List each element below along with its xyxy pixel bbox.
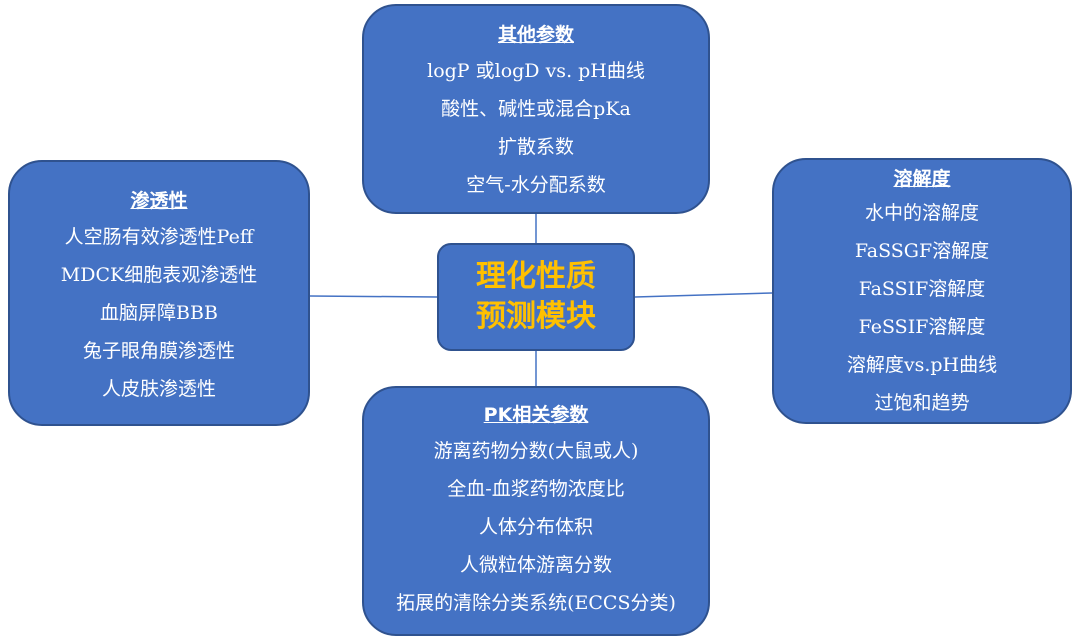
node-other-params: 其他参数 logP 或logD vs. pH曲线 酸性、碱性或混合pKa 扩散系…	[362, 4, 710, 214]
node-permeability-title: 渗透性	[130, 190, 188, 212]
list-item: 人空肠有效渗透性Peff	[64, 226, 254, 248]
list-item: 人体分布体积	[478, 516, 593, 538]
list-item: 空气-水分配系数	[466, 174, 606, 196]
connector-right	[634, 292, 773, 298]
list-item: 水中的溶解度	[864, 202, 979, 224]
node-pk-params-list: 游离药物分数(大鼠或人) 全血-血浆药物浓度比 人体分布体积 人微粒体游离分数 …	[364, 432, 708, 622]
node-other-params-list: logP 或logD vs. pH曲线 酸性、碱性或混合pKa 扩散系数 空气-…	[364, 52, 708, 204]
node-other-params-title: 其他参数	[497, 24, 574, 46]
node-solubility: 溶解度 水中的溶解度 FaSSGF溶解度 FaSSIF溶解度 FeSSIF溶解度…	[772, 158, 1072, 424]
node-solubility-title: 溶解度	[893, 168, 951, 190]
list-item: 人皮肤渗透性	[101, 378, 216, 400]
list-item: 血脑屏障BBB	[100, 302, 218, 324]
list-item: FaSSIF溶解度	[858, 278, 986, 300]
node-permeability-list: 人空肠有效渗透性Peff MDCK细胞表观渗透性 血脑屏障BBB 兔子眼角膜渗透…	[10, 218, 308, 408]
list-item: 溶解度vs.pH曲线	[846, 354, 998, 376]
list-item: 扩散系数	[497, 136, 574, 158]
list-item: 游离药物分数(大鼠或人)	[433, 440, 639, 462]
center-node-title: 理化性质预测模块	[476, 259, 596, 334]
center-node: 理化性质预测模块	[437, 243, 635, 351]
node-solubility-list: 水中的溶解度 FaSSGF溶解度 FaSSIF溶解度 FeSSIF溶解度 溶解度…	[774, 194, 1070, 422]
list-item: 酸性、碱性或混合pKa	[441, 98, 631, 120]
connector-left	[309, 295, 438, 298]
list-item: 过饱和趋势	[874, 392, 970, 414]
list-item: 兔子眼角膜渗透性	[82, 340, 235, 362]
list-item: FaSSGF溶解度	[854, 240, 990, 262]
list-item: 拓展的清除分类系统(ECCS分类)	[396, 592, 676, 614]
node-pk-params: PK相关参数 游离药物分数(大鼠或人) 全血-血浆药物浓度比 人体分布体积 人微…	[362, 386, 710, 636]
node-permeability: 渗透性 人空肠有效渗透性Peff MDCK细胞表观渗透性 血脑屏障BBB 兔子眼…	[8, 160, 310, 426]
node-pk-params-title: PK相关参数	[483, 404, 589, 426]
list-item: MDCK细胞表观渗透性	[60, 264, 258, 286]
list-item: 人微粒体游离分数	[459, 554, 612, 576]
list-item: logP 或logD vs. pH曲线	[427, 60, 645, 82]
list-item: 全血-血浆药物浓度比	[447, 478, 625, 500]
list-item: FeSSIF溶解度	[858, 316, 986, 338]
